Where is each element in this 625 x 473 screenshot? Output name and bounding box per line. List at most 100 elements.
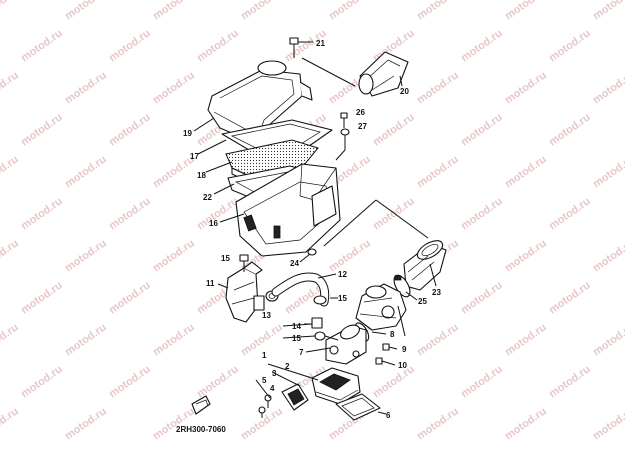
watermark-text: motod.ru (107, 363, 153, 400)
part-label-13: 13 (262, 311, 271, 320)
watermark-text: motod.ru (503, 237, 549, 274)
watermark-text: motod.ru (63, 0, 109, 22)
part-label-6: 6 (386, 411, 391, 420)
part-label-22: 21 (316, 39, 325, 48)
hose-clip-15-upper (313, 295, 327, 305)
part-label-11: 11 (206, 279, 215, 288)
watermark-text: motod.ru (0, 153, 21, 190)
watermark-text: motod.ru (63, 69, 109, 106)
watermark-text: motod.ru (19, 279, 65, 316)
part-label-16: 15 (221, 254, 230, 263)
reed-plate (281, 383, 309, 411)
watermark-text: motod.ru (415, 321, 461, 358)
part-label-15-lower: 15 (292, 334, 301, 343)
watermark-text: motod.ru (107, 27, 153, 64)
watermark-text: motod.ru (151, 237, 197, 274)
watermark-text: motod.ru (151, 0, 197, 22)
bracket-piece (191, 395, 211, 415)
watermark-text: motod.ru (503, 69, 549, 106)
hose-clamp-26 (393, 274, 411, 298)
carburetor-joint (403, 240, 447, 291)
watermark-text: motod.ru (459, 27, 505, 64)
part-label-21: 20 (400, 87, 409, 96)
watermark-text: motod.ru (151, 321, 197, 358)
watermark-text: motod.ru (63, 321, 109, 358)
watermark-text: motod.ru (415, 0, 461, 22)
part-label-9: 9 (402, 345, 407, 354)
watermark-text: motod.ru (19, 363, 65, 400)
part-label-24: 23 (432, 288, 441, 297)
part-label-10: 10 (398, 361, 407, 370)
part-label-5: 5 (262, 376, 267, 385)
part-label-12: 12 (338, 270, 347, 279)
watermark-text: motod.ru (151, 69, 197, 106)
watermark-text: motod.ru (591, 321, 625, 358)
part-label-28: 27 (358, 122, 367, 131)
watermark-text: motod.ru (195, 27, 241, 64)
part-label-18: 17 (190, 152, 199, 161)
watermark-text: motod.ru (63, 153, 109, 190)
watermark-text: motod.ru (0, 69, 21, 106)
part-label-19: 18 (197, 171, 206, 180)
part-label-2: 2 (285, 362, 290, 371)
watermark-text: motod.ru (371, 363, 417, 400)
breather-box (217, 261, 265, 323)
watermark-text: motod.ru (459, 195, 505, 232)
watermark-text: motod.ru (591, 237, 625, 274)
watermark-text: motod.ru (19, 195, 65, 232)
part-label-20: 19 (183, 129, 192, 138)
watermark-text: motod.ru (459, 279, 505, 316)
watermark-text: motod.ru (503, 0, 549, 22)
screw-part-22 (289, 37, 313, 58)
diagram-code: 2RH300-7060 (176, 425, 226, 434)
reed-valve-gasket (335, 393, 381, 421)
intake-duct (301, 51, 409, 97)
watermark-text: motod.ru (107, 195, 153, 232)
part-label-group: 21 20 19 26 27 17 18 22 16 15 24 11 12 1… (183, 39, 441, 420)
part-label-4: 4 (270, 384, 275, 393)
watermark-text: motod.ru (547, 27, 593, 64)
screw-part-16 (239, 254, 249, 272)
nut-part-10 (375, 357, 396, 366)
watermark-text: motod.ru (415, 153, 461, 190)
watermark-text: motod.ru (503, 321, 549, 358)
watermark-text: motod.ru (327, 0, 373, 22)
watermark-text: motod.ru (151, 405, 197, 442)
watermark-text: motod.ru (107, 279, 153, 316)
watermark-text: motod.ru (107, 111, 153, 148)
part-label-17: 16 (209, 219, 218, 228)
watermark-text: motod.ru (63, 405, 109, 442)
small-screws (255, 379, 272, 418)
watermark-text: motod.ru (459, 111, 505, 148)
air-box-cover (207, 60, 313, 147)
part-label-7: 7 (299, 348, 304, 357)
bolt-part-9 (382, 343, 398, 351)
intake-manifold (325, 324, 367, 365)
watermark-text: motod.ru (371, 111, 417, 148)
watermark-text: motod.ru (415, 405, 461, 442)
carburetor (355, 283, 407, 337)
watermark-text: motod.ru (591, 0, 625, 22)
watermark-text: motod.ru (459, 363, 505, 400)
screw-part-25 (307, 248, 317, 256)
watermark-text: motod.ru (239, 0, 285, 22)
watermark-text: motod.ru (503, 153, 549, 190)
part-label-14: 14 (292, 322, 301, 331)
fitting-part-14 (304, 317, 323, 329)
watermark-text: motod.ru (591, 69, 625, 106)
bolt-part-27 (340, 112, 348, 128)
watermark-text: motod.ru (0, 405, 21, 442)
reed-valve-assembly (311, 367, 361, 405)
watermark-text: motod.ru (547, 363, 593, 400)
air-box-case (235, 163, 341, 257)
part-label-8: 8 (390, 330, 395, 339)
watermark-text: motod.ru (415, 69, 461, 106)
watermark-text: motod.ru (0, 321, 21, 358)
watermark-text: motod.ru (63, 237, 109, 274)
part-label-23: 22 (203, 193, 212, 202)
part-label-3: 3 (272, 369, 277, 378)
part-label-1: 1 (262, 351, 267, 360)
part-label-26: 25 (418, 297, 427, 306)
watermark-text: motod.ru (591, 405, 625, 442)
